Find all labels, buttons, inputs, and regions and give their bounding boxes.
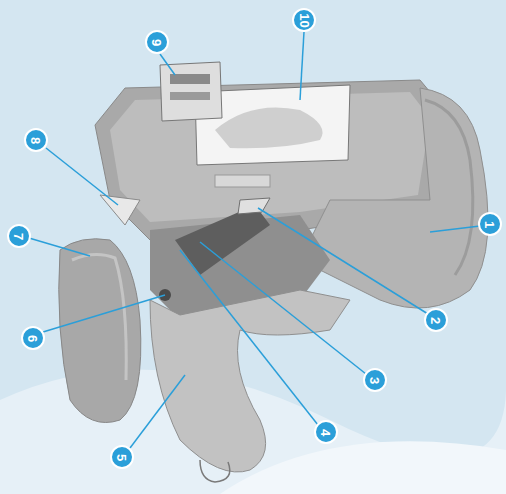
callout-number: 9 xyxy=(150,38,163,45)
leader-line xyxy=(130,375,185,448)
strap-loop xyxy=(200,460,230,482)
left-wing xyxy=(59,239,141,423)
callout-number: 6 xyxy=(26,334,39,341)
callout-circle: 5 xyxy=(110,445,134,469)
callout-number: 5 xyxy=(115,453,128,460)
callout-circle: 8 xyxy=(24,128,48,152)
left-wing-edge xyxy=(72,254,126,380)
manual-drawing xyxy=(215,108,323,149)
callout-circle: 9 xyxy=(145,30,169,54)
leader-line xyxy=(29,238,90,256)
side-label xyxy=(100,195,140,225)
callout-circle: 7 xyxy=(7,224,31,248)
harness-buckle xyxy=(175,205,270,275)
callout-number: 1 xyxy=(483,220,496,227)
leader-line xyxy=(160,54,175,75)
callout-number: 10 xyxy=(298,13,311,27)
leader-line xyxy=(43,295,165,332)
buckle-tongue xyxy=(238,198,270,214)
leader-line xyxy=(180,250,318,425)
callout-circle: 2 xyxy=(424,308,448,332)
leader-line xyxy=(258,208,428,314)
leader-lines xyxy=(29,32,480,448)
callout-circle: 1 xyxy=(478,212,502,236)
callout-circle: 6 xyxy=(21,326,45,350)
callout-circle: 4 xyxy=(314,420,338,444)
leader-line xyxy=(300,32,304,100)
label-stripe xyxy=(170,74,210,84)
label-stripe xyxy=(170,92,210,100)
belt-guide xyxy=(215,175,270,187)
label-card xyxy=(160,62,222,121)
callout-number: 3 xyxy=(368,376,381,383)
side-wing-edge xyxy=(425,100,473,275)
callout-number: 8 xyxy=(29,136,42,143)
callout-circle: 10 xyxy=(292,8,316,32)
leader-line xyxy=(430,226,480,232)
callout-circle: 3 xyxy=(363,368,387,392)
leader-line xyxy=(46,148,118,205)
callout-number: 7 xyxy=(12,232,25,239)
callout-number: 4 xyxy=(319,428,332,435)
callout-number: 2 xyxy=(429,316,442,323)
